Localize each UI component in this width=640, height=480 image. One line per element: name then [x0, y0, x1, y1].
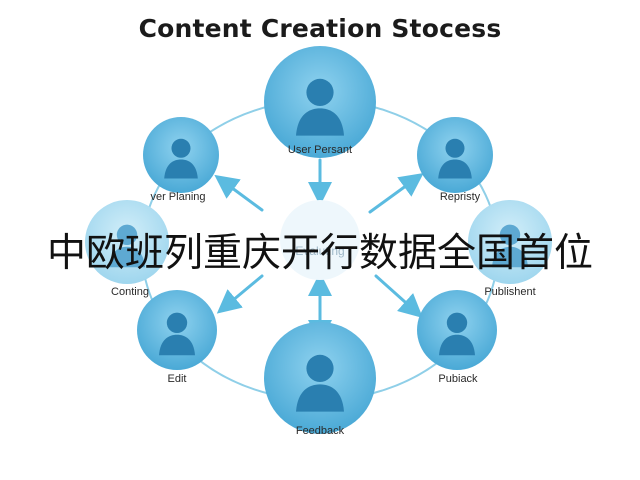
node-top	[264, 46, 376, 158]
node-label-upper-right: Repristy	[439, 191, 481, 203]
node-lower-right	[417, 290, 497, 370]
arrow-upper-right	[368, 172, 424, 214]
center-node	[280, 200, 360, 280]
diagram-title: Content Creation Stocess	[138, 14, 502, 43]
node-label-lower-right: Pubiack	[438, 373, 478, 385]
node-label-right: Publishent	[484, 286, 536, 298]
node-label-upper-left: ver Planing	[150, 191, 206, 203]
node-label-left: Conting	[111, 286, 149, 298]
arrow-upper-left	[214, 174, 264, 212]
node-left	[85, 200, 169, 284]
node-label-lower-left: Edit	[167, 373, 187, 385]
node-upper-left	[143, 117, 219, 193]
node-label-bottom: Feedback	[295, 425, 345, 437]
overlay-caption: 中欧班列重庆开行数据全国首位	[46, 231, 593, 276]
center-label: Evaluting	[295, 244, 345, 258]
node-label-top: User Persant	[287, 144, 353, 156]
node-bottom	[264, 322, 376, 434]
node-right	[468, 200, 552, 284]
arrow-lower-left	[216, 274, 264, 314]
arrow-lower-right	[374, 274, 423, 319]
node-upper-right	[417, 117, 493, 193]
node-lower-left	[137, 290, 217, 370]
